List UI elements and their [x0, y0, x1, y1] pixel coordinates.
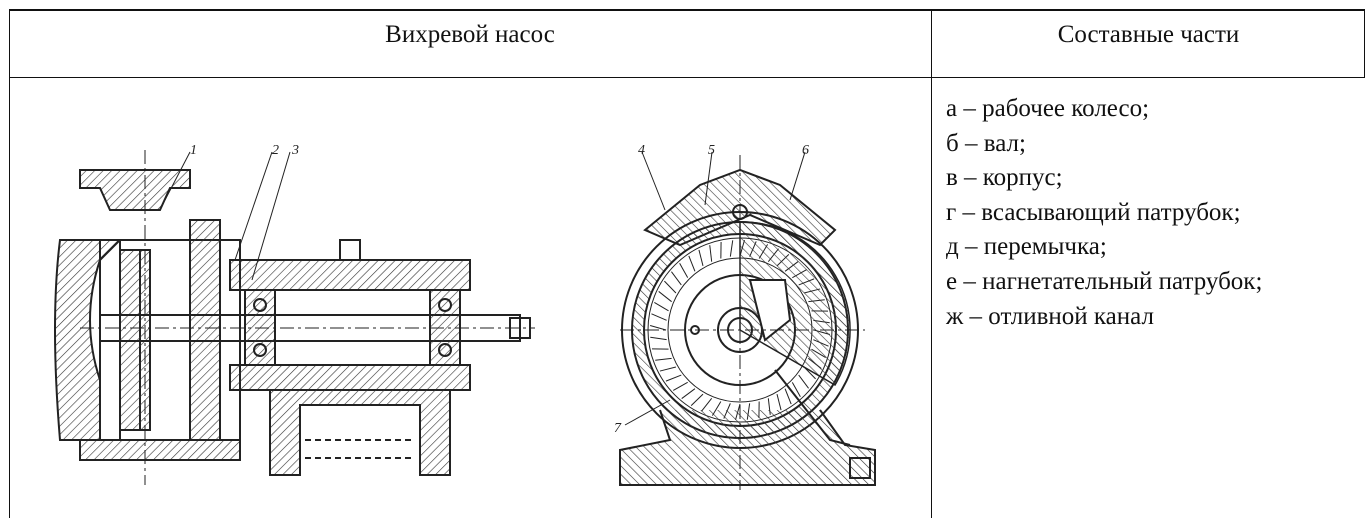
header-pump: Вихревой насос: [385, 21, 555, 48]
callout-1: 1: [190, 143, 197, 158]
parts-list: а – рабочее колесо; б – вал; в – корпус;…: [946, 92, 1262, 334]
table-left-border: [9, 9, 10, 518]
part-item-g: г – всасывающий патрубок;: [946, 198, 1241, 226]
callout-5: 5: [708, 143, 715, 158]
pump-side-section-drawing: 1 2 3: [54, 143, 535, 485]
components-table: Вихревой насос Составные части: [9, 9, 1365, 518]
part-item-b: б – вал;: [946, 129, 1026, 157]
callout-3: 3: [291, 143, 299, 158]
callout-2: 2: [272, 143, 279, 158]
table-top-border: [9, 9, 1365, 11]
pump-front-section-drawing: 4 5 6 7: [614, 143, 876, 490]
header-parts: Составные части: [1057, 21, 1240, 48]
part-item-a: а – рабочее колесо;: [946, 95, 1150, 122]
part-item-d: д – перемычка;: [946, 233, 1107, 261]
callout-4: 4: [638, 143, 645, 158]
table-column-divider: [931, 9, 932, 518]
part-item-zh: ж – отливной канал: [946, 302, 1154, 330]
table-header-divider: [9, 77, 1365, 78]
part-item-e: е – нагнетательный патрубок;: [946, 267, 1263, 295]
callout-7: 7: [614, 421, 622, 436]
part-item-v: в – корпус;: [946, 164, 1063, 192]
table-right-border: [1364, 9, 1365, 78]
callout-6: 6: [802, 143, 809, 158]
